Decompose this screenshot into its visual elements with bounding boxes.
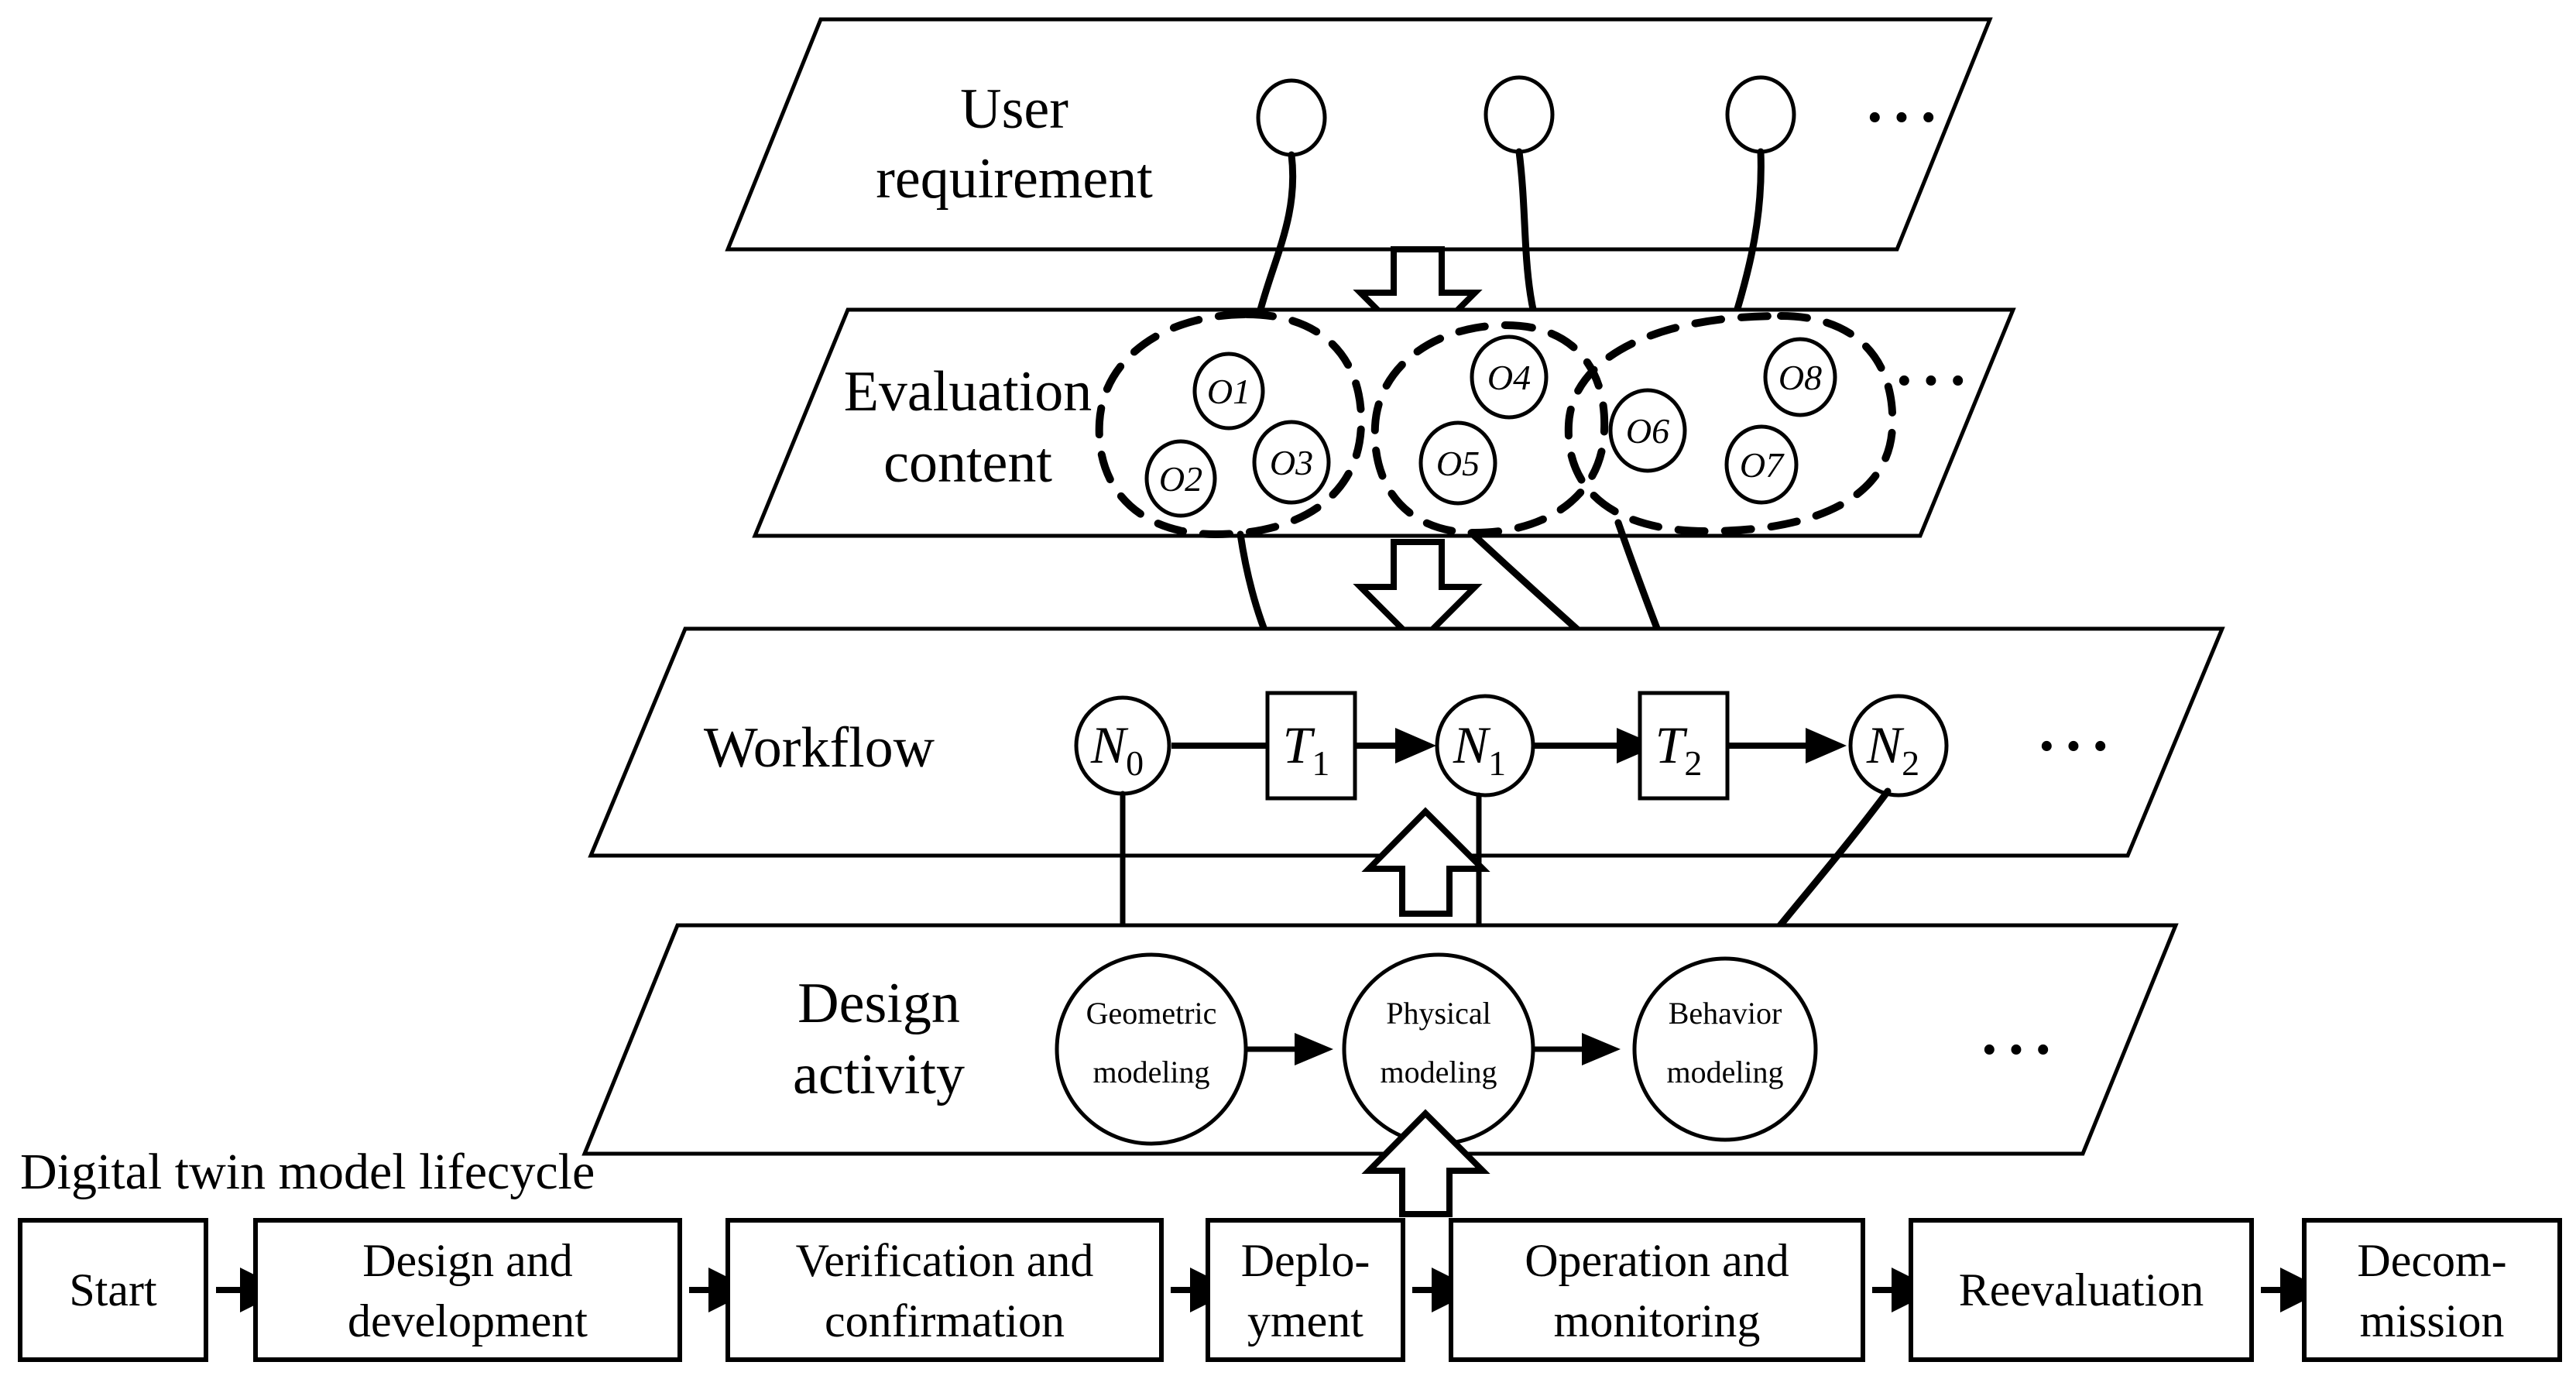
lifecycle-stage-deployment-line1: Deplo- (1241, 1235, 1370, 1286)
evaluation-node-O5-label: O5 (1436, 444, 1480, 483)
user-requirement-node-3[interactable] (1725, 75, 1796, 154)
lifecycle-stage-reevaluation[interactable] (1909, 1218, 2254, 1362)
evaluation-node-O8[interactable] (1763, 337, 1837, 417)
user-requirement-label-line2: requirement (876, 147, 1153, 211)
design-activity-node-physical-modeling[interactable] (1342, 952, 1535, 1146)
workflow-arrow-N1-T2-head (1617, 728, 1658, 763)
physical-modeling-line1: Physical (1386, 996, 1491, 1031)
user-requirement-ellipsis: ··· (1864, 84, 1945, 152)
evaluation-node-O2[interactable] (1144, 439, 1217, 518)
evaluation-node-O1[interactable] (1192, 352, 1265, 431)
lifecycle-stage-operation-and-monitoring[interactable] (1449, 1218, 1865, 1362)
evaluation-content-label-line2: content (883, 431, 1052, 495)
evaluation-node-O7-label: O7 (1740, 445, 1785, 485)
workflow-node-N2[interactable] (1848, 694, 1949, 798)
workflow-ellipsis: ··· (2036, 712, 2117, 780)
lifecycle-stage-decommission-line2: mission (2360, 1295, 2505, 1347)
user-requirement-plane (725, 17, 1993, 252)
evaluation-node-O3[interactable] (1252, 420, 1331, 505)
evaluation-group-3-outline[interactable] (1564, 311, 1897, 536)
lifecycle-stage-operation-and-monitoring-line2: monitoring (1554, 1295, 1761, 1347)
lifecycle-stage-design-and-development[interactable] (253, 1218, 682, 1362)
workflow-node-T2[interactable] (1638, 691, 1730, 801)
workflow-node-T2-label: T2 (1655, 715, 1703, 783)
block-arrow-lifecycle-to-design (1361, 1109, 1490, 1217)
lifecycle-stage-verification-and-confirmation-line2: confirmation (825, 1295, 1065, 1347)
lifecycle-stage-start[interactable] (18, 1218, 208, 1362)
workflow-arrow-T2-N2-head (1806, 728, 1847, 763)
lifecycle-stage-design-and-development-line1: Design and (362, 1235, 573, 1286)
lifecycle-stage-deployment-line2: yment (1247, 1295, 1363, 1347)
evaluation-node-O1-label: O1 (1207, 372, 1250, 411)
design-arrow-geo-phys-head (1295, 1033, 1333, 1065)
design-activity-label-line1: Design (797, 972, 960, 1035)
lifecycle-stage-start-line1: Start (69, 1264, 157, 1316)
workflow-node-N0-label: N0 (1090, 715, 1144, 783)
user-requirement-node-1[interactable] (1256, 78, 1327, 157)
evaluation-content-label-line1: Evaluation (844, 360, 1092, 424)
evaluation-node-O3-label: O3 (1270, 443, 1313, 482)
evaluation-content-ellipsis: ··· (1894, 347, 1974, 415)
block-arrow-evaluation-to-workflow (1353, 539, 1483, 649)
lifecycle-stage-verification-and-confirmation-line1: Verification and (796, 1235, 1094, 1286)
lifecycle-stage-decommission[interactable] (2302, 1218, 2562, 1362)
workflow-label-line1: Workflow (704, 716, 935, 780)
block-arrow-design-to-workflow (1361, 807, 1490, 917)
lifecycle-title: Digital twin model lifecycle (20, 1144, 595, 1200)
physical-modeling-line2: modeling (1380, 1055, 1497, 1089)
behavior-modeling-line2: modeling (1666, 1055, 1783, 1089)
lifecycle-stage-verification-and-confirmation[interactable] (725, 1218, 1164, 1362)
workflow-node-N1-label: N1 (1453, 715, 1506, 783)
evaluation-content-plane (752, 307, 2016, 538)
geometric-modeling-line1: Geometric (1086, 996, 1217, 1031)
design-arrow-phys-beh-head (1582, 1033, 1621, 1065)
design-activity-label-line2: activity (793, 1043, 965, 1106)
evaluation-node-O7[interactable] (1724, 424, 1799, 505)
design-activity-node-behavior-modeling[interactable] (1632, 956, 1818, 1142)
workflow-node-T1[interactable] (1265, 691, 1357, 801)
lifecycle-stage-deployment[interactable] (1206, 1218, 1405, 1362)
lifecycle-stage-reevaluation-line1: Reevaluation (1959, 1264, 2204, 1316)
evaluation-node-O6[interactable] (1608, 388, 1687, 473)
workflow-node-N1[interactable] (1435, 694, 1535, 798)
design-activity-ellipsis: ··· (1979, 1016, 2060, 1084)
evaluation-node-O2-label: O2 (1159, 459, 1202, 499)
evaluation-node-O8-label: O8 (1779, 358, 1822, 397)
workflow-node-T1-label: T1 (1283, 715, 1330, 783)
evaluation-group-1-outline[interactable] (1095, 310, 1366, 539)
lifecycle-stage-operation-and-monitoring-line1: Operation and (1525, 1235, 1789, 1286)
lifecycle-stage-decommission-line1: Decom- (2357, 1235, 2506, 1286)
evaluation-node-O4-label: O4 (1487, 358, 1531, 397)
evaluation-node-O6-label: O6 (1626, 411, 1669, 451)
geometric-modeling-line2: modeling (1092, 1055, 1209, 1089)
behavior-modeling-line1: Behavior (1669, 996, 1782, 1031)
workflow-node-N2-label: N2 (1866, 715, 1919, 783)
user-requirement-label-line1: User (960, 77, 1068, 141)
user-requirement-node-2[interactable] (1484, 75, 1555, 154)
evaluation-node-O4[interactable] (1470, 334, 1549, 420)
evaluation-node-O5[interactable] (1418, 420, 1497, 506)
workflow-arrow-T1-N1-head (1395, 728, 1436, 763)
design-activity-node-geometric-modeling[interactable] (1055, 952, 1248, 1146)
lifecycle-stage-design-and-development-line2: development (348, 1295, 588, 1347)
